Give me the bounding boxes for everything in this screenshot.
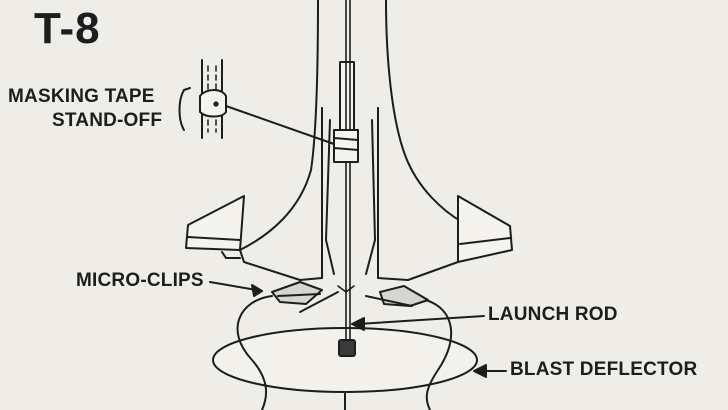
masking-tape-detail-inset [199,59,227,139]
leader-arrow-blast-deflector [473,364,507,378]
leader-arrow-micro-clips [209,281,263,297]
masking-tape-label-line1: MASKING TAPE [8,86,155,107]
igniter-wire-left [236,295,273,410]
masking-tape-bracket [178,87,191,131]
step-title: T-8 [34,4,101,53]
micro-clips-label: MICRO-CLIPS [76,270,204,291]
rocket-fin-left [185,195,245,259]
igniter-leads [337,285,355,293]
igniter-wire-right [425,299,453,410]
masking-tape-label-line2: STAND-OFF [52,110,163,131]
blast-deflector [212,327,478,410]
micro-clip-right [365,285,429,307]
leader-line-masking-tape [225,105,335,145]
launch-rod [338,0,356,357]
launch-lug [339,61,355,133]
leader-arrow-launch-rod [351,315,485,331]
micro-clip-left [271,281,339,313]
launch-rod-label: LAUNCH ROD [488,304,618,325]
masking-tape-standoff [333,129,359,163]
rocket-fin-right [457,195,513,263]
blast-deflector-label: BLAST DEFLECTOR [510,359,698,380]
